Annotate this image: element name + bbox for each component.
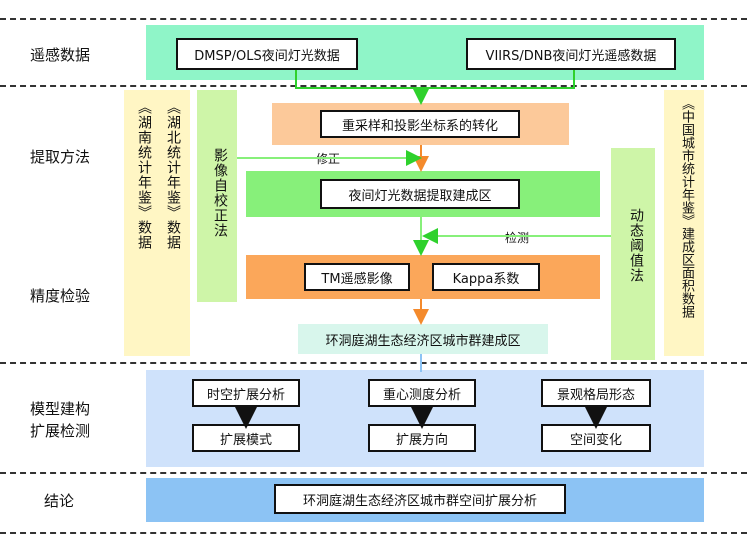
correction-label: 修正	[316, 152, 341, 166]
row-label-model-line2: 扩展检测	[30, 422, 91, 440]
spatiotemporal-box: 时空扩展分析	[192, 379, 300, 407]
kappa-box: Kappa系数	[432, 263, 540, 291]
separator-after-data	[0, 85, 747, 87]
row-label-model-line1: 模型建构	[30, 400, 91, 418]
separator-after-accuracy	[0, 362, 747, 364]
self-correction-column	[197, 90, 237, 302]
viirs-dnb-box: VIIRS/DNB夜间灯光遥感数据	[466, 38, 676, 70]
gravity-center-box: 重心测度分析	[368, 379, 476, 407]
check-label: 检测	[505, 231, 530, 245]
separator-bottom	[0, 532, 747, 534]
hubei-yearbook-text: 《湖北统计年鉴》数据	[165, 100, 181, 250]
china-yearbook-column	[664, 90, 704, 356]
china-yearbook-text: 《中国城市统计年鉴》建成区面积数据	[679, 97, 694, 318]
dmsp-ols-box: DMSP/OLS夜间灯光数据	[176, 38, 358, 70]
spatial-change-box: 空间变化	[541, 424, 651, 452]
dynamic-threshold-column	[611, 148, 655, 360]
yearbook-column-bg	[124, 90, 190, 356]
conclusion-box: 环洞庭湖生态经济区城市群空间扩展分析	[274, 484, 566, 514]
row-label-remote-sensing-data: 遥感数据	[30, 46, 91, 64]
extract-box: 夜间灯光数据提取建成区	[320, 179, 520, 209]
row-label-accuracy-check: 精度检验	[30, 287, 91, 305]
separator-top	[0, 18, 747, 20]
resample-box: 重采样和投影坐标系的转化	[320, 110, 520, 138]
tm-image-box: TM遥感影像	[304, 263, 410, 291]
accuracy-band	[246, 255, 600, 299]
separator-after-model	[0, 472, 747, 474]
expansion-direction-box: 扩展方向	[368, 424, 476, 452]
row-label-extraction-method: 提取方法	[30, 148, 91, 166]
row-label-conclusion: 结论	[44, 492, 75, 510]
result-area-label: 环洞庭湖生态经济区城市群建成区	[298, 324, 548, 354]
self-correction-text: 影像自校正法	[212, 148, 228, 238]
expansion-mode-box: 扩展模式	[192, 424, 300, 452]
landscape-box: 景观格局形态	[541, 379, 651, 407]
dynamic-threshold-text: 动态阈值法	[628, 208, 644, 283]
hunan-yearbook-text: 《湖南统计年鉴》数据	[136, 100, 152, 250]
